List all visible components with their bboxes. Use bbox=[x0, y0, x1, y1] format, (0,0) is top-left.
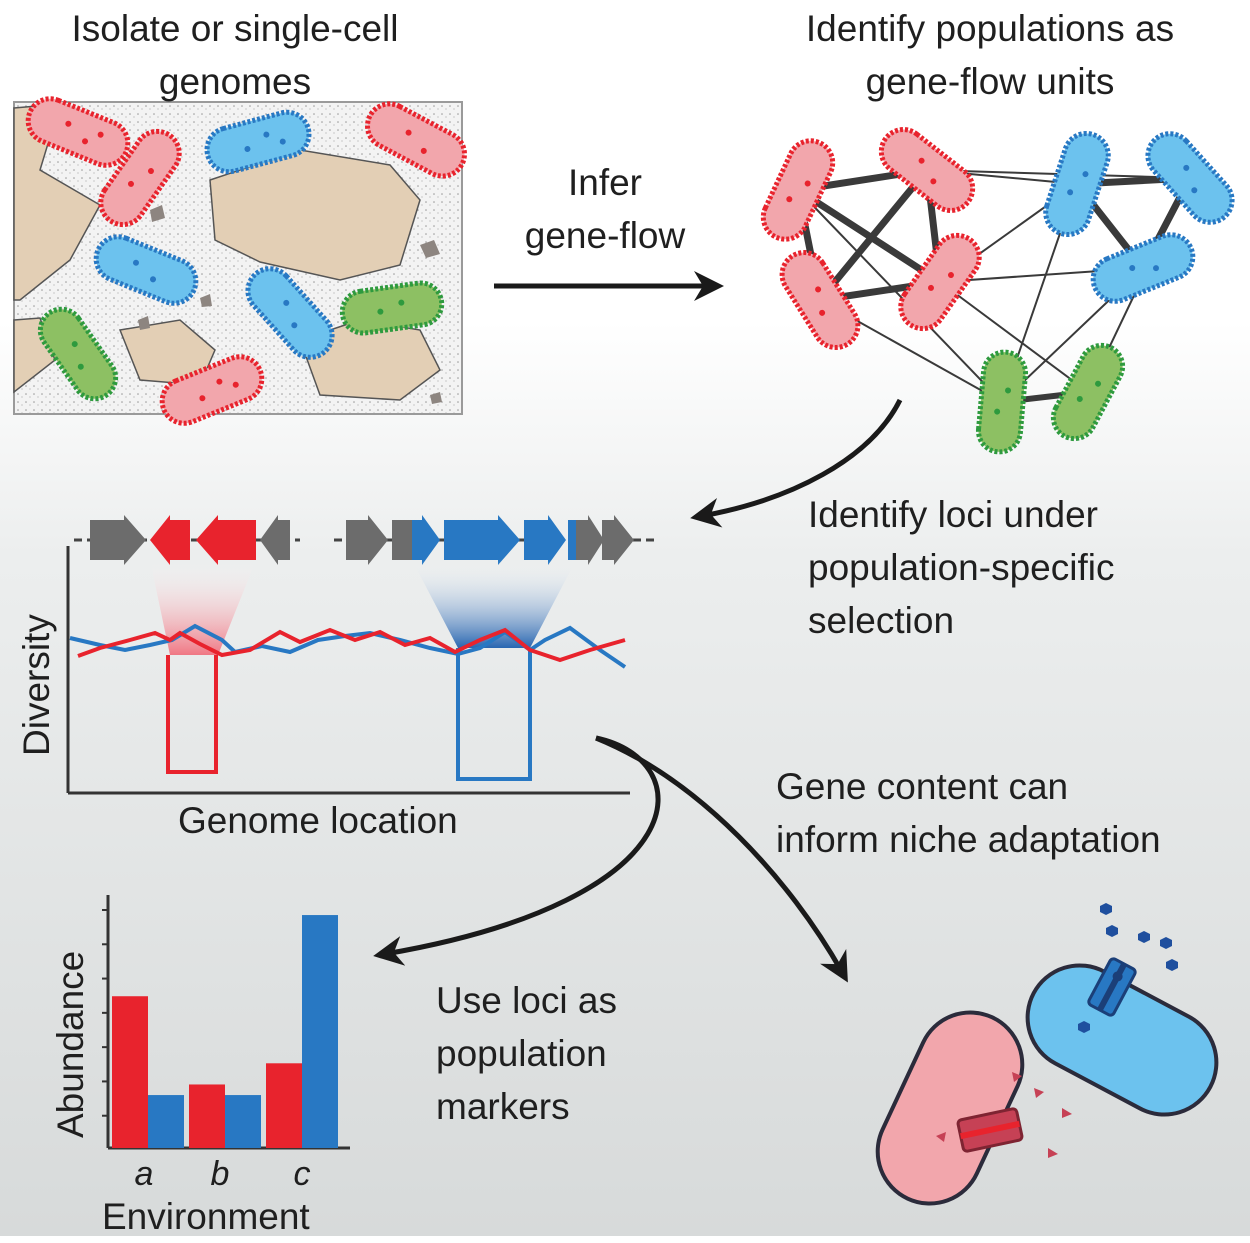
environment-x-label: Environment bbox=[102, 1196, 310, 1237]
gene-gray bbox=[90, 515, 146, 565]
identify-loci-label: Identify loci under population-specific … bbox=[808, 494, 1115, 641]
diversity-dip-blue bbox=[456, 648, 532, 781]
bar-a-series-2 bbox=[148, 1095, 184, 1148]
bacterium-red bbox=[760, 138, 836, 242]
pebble bbox=[150, 205, 165, 222]
gene-content-label: Gene content can inform niche adaptation bbox=[776, 766, 1161, 860]
diversity-x-label: Genome location bbox=[178, 800, 458, 841]
gene-blue bbox=[568, 520, 576, 560]
pebble bbox=[430, 392, 442, 404]
bacterium-green bbox=[37, 306, 119, 402]
bar-b-series-2 bbox=[225, 1095, 261, 1148]
isolate-label: Isolate or single-cell genomes bbox=[71, 8, 399, 102]
bar-c-series-2 bbox=[302, 915, 338, 1148]
substrate-blue bbox=[1078, 903, 1178, 1033]
gene-gray bbox=[575, 515, 604, 565]
category-label-a: a bbox=[134, 1155, 154, 1193]
locus-highlight-blue bbox=[412, 560, 576, 648]
transporter-blue bbox=[1087, 957, 1137, 1017]
bacterium-blue bbox=[93, 234, 199, 306]
bar-a-series-1 bbox=[112, 996, 148, 1148]
gene-blue bbox=[412, 515, 440, 565]
bacterium-blue bbox=[1145, 131, 1235, 225]
bar-b-series-1 bbox=[189, 1084, 225, 1148]
category-label-b: b bbox=[210, 1155, 230, 1193]
substrate-red bbox=[936, 1072, 1072, 1158]
bar-c-series-1 bbox=[266, 1063, 302, 1148]
bacterium-red bbox=[878, 127, 976, 213]
abundance-bar-chart bbox=[102, 895, 350, 1150]
pebble bbox=[138, 316, 150, 330]
infer-label: Infer gene-flow bbox=[524, 162, 686, 256]
bacterium-blue bbox=[1043, 130, 1111, 238]
gene-gray bbox=[260, 515, 290, 565]
diversity-plot bbox=[66, 515, 656, 795]
identify-populations-label: Identify populations as gene-flow units bbox=[805, 8, 1175, 102]
bacterium-red bbox=[779, 250, 861, 350]
bacterium-red bbox=[159, 354, 265, 426]
bacterium-blue bbox=[1090, 232, 1196, 304]
rock bbox=[118, 319, 216, 386]
bacterium-red bbox=[25, 96, 131, 168]
diversity-y-label: Diversity bbox=[16, 614, 57, 756]
bacterium-green bbox=[339, 280, 445, 336]
rock bbox=[209, 149, 421, 281]
niche-adaptation-cells bbox=[875, 903, 1219, 1206]
pebble bbox=[200, 294, 212, 307]
bacterium-green bbox=[975, 349, 1029, 455]
soil-panel bbox=[13, 96, 467, 426]
bacterium-green bbox=[1050, 342, 1126, 442]
gene-gray bbox=[392, 520, 412, 560]
gene-gray bbox=[346, 515, 388, 565]
bacterium-red bbox=[365, 101, 467, 179]
category-label-c: c bbox=[293, 1155, 311, 1193]
transporter-red bbox=[956, 1107, 1024, 1153]
niche-arrow bbox=[595, 735, 848, 983]
pebble bbox=[420, 240, 440, 258]
gene-red bbox=[196, 515, 256, 565]
loci-arrow bbox=[690, 398, 903, 528]
bacterium-blue bbox=[204, 109, 312, 175]
gene-blue bbox=[444, 515, 520, 565]
use-loci-label: Use loci as population markers bbox=[436, 980, 617, 1127]
gene-blue bbox=[524, 515, 566, 565]
diversity-line-red bbox=[77, 627, 626, 663]
diversity-dip-red bbox=[166, 655, 218, 774]
locus-highlight-red bbox=[150, 560, 256, 655]
gene-gray bbox=[602, 515, 634, 565]
gene-flow-network bbox=[760, 127, 1235, 455]
abundance-y-label: Abundance bbox=[50, 950, 91, 1138]
gene-red bbox=[150, 515, 190, 565]
bacterium-red bbox=[898, 232, 982, 332]
cell-blue bbox=[1025, 963, 1219, 1117]
